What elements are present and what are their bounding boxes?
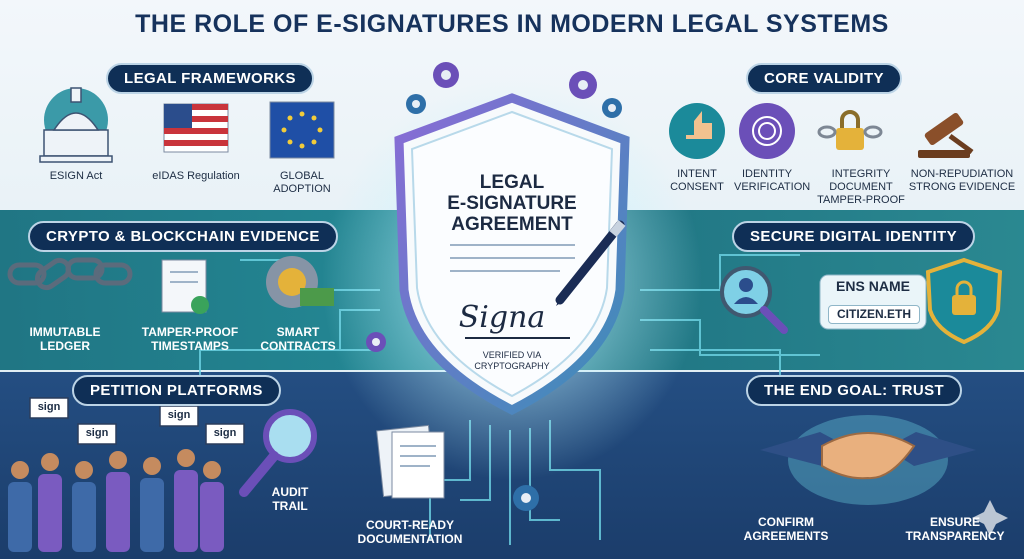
label-smart-contracts: SMART CONTRACTS [260,325,336,353]
gavel-icon [918,112,974,158]
sign-placard-1: sign [37,401,61,413]
shield-signature: Signa [458,300,546,335]
pill-crypto-blockchain: CRYPTO & BLOCKCHAIN EVIDENCE [28,221,338,252]
label-identity-verification: IDENTITY VERIFICATION [734,168,811,193]
pen-icon [555,220,626,306]
sign-placard-2: sign [85,427,109,439]
smart-contract-icon [266,256,334,308]
audit-magnifier-icon [239,409,317,497]
pill-end-goal: THE END GOAL: TRUST [746,375,963,406]
pill-petition-platforms: PETITION PLATFORMS [72,375,281,406]
capitol-icon [39,87,113,163]
shield-title: LEGAL E-SIGNATURE AGREEMENT [432,172,592,235]
timestamp-document-icon [161,259,209,314]
sign-placards [29,397,245,445]
eu-flag-icon [269,101,335,159]
chain-icon [7,257,133,291]
ens-name-value: CITIZEN.ETH [828,305,920,324]
pill-legal-frameworks: LEGAL FRAMEWORKS [106,63,314,94]
label-intent-consent: INTENT CONSENT [670,168,724,193]
label-court-ready-docs: COURT-READY DOCUMENTATION [357,518,463,546]
label-audit-trail: AUDIT TRAIL [271,485,309,513]
pill-core-validity: CORE VALIDITY [746,63,902,94]
sign-placard-4: sign [213,427,237,439]
label-global-adoption: GLOBAL ADOPTION [273,170,331,195]
pill-secure-identity: SECURE DIGITAL IDENTITY [732,221,975,252]
label-immutable-ledger: IMMUTABLE LEDGER [29,325,101,353]
fingerprint-icon [739,103,795,159]
label-non-repudiation: NON-REPUDIATION STRONG EVIDENCE [908,168,1016,193]
magnifier-user-icon [720,266,788,334]
label-eidas: eIDAS Regulation [152,170,240,182]
gear-icons [366,62,622,511]
label-confirm-agreements: CONFIRM AGREEMENTS [743,515,829,543]
sparkle-icon [972,500,1008,536]
usa-flag-icon [163,103,229,153]
label-tamper-proof-timestamps: TAMPER-PROOF TIMESTAMPS [141,325,239,353]
label-integrity: INTEGRITY DOCUMENT TAMPER-PROOF [817,168,905,206]
crowd-icon [8,449,224,552]
shield-title-line1: LEGAL [479,172,545,193]
padlock-chain-icon [817,110,883,150]
sign-placard-3: sign [167,409,191,421]
shield-title-line2: E-SIGNATURE [447,193,577,214]
shield-lock-icon [925,257,1003,345]
page-title: THE ROLE OF E-SIGNATURES IN MODERN LEGAL… [135,10,889,38]
document-lines [450,244,575,339]
ens-name-label: ENS NAME [836,278,910,294]
label-ensure-transparency: ENSURE TRANSPARENCY [905,515,1005,543]
handshake-icon [760,432,976,480]
shield-title-line3: AGREEMENT [451,214,573,235]
label-esign-act: ESIGN Act [49,170,103,182]
shield-verified: VERIFIED VIA CRYPTOGRAPHY [474,350,550,371]
documents-icon [376,424,445,499]
